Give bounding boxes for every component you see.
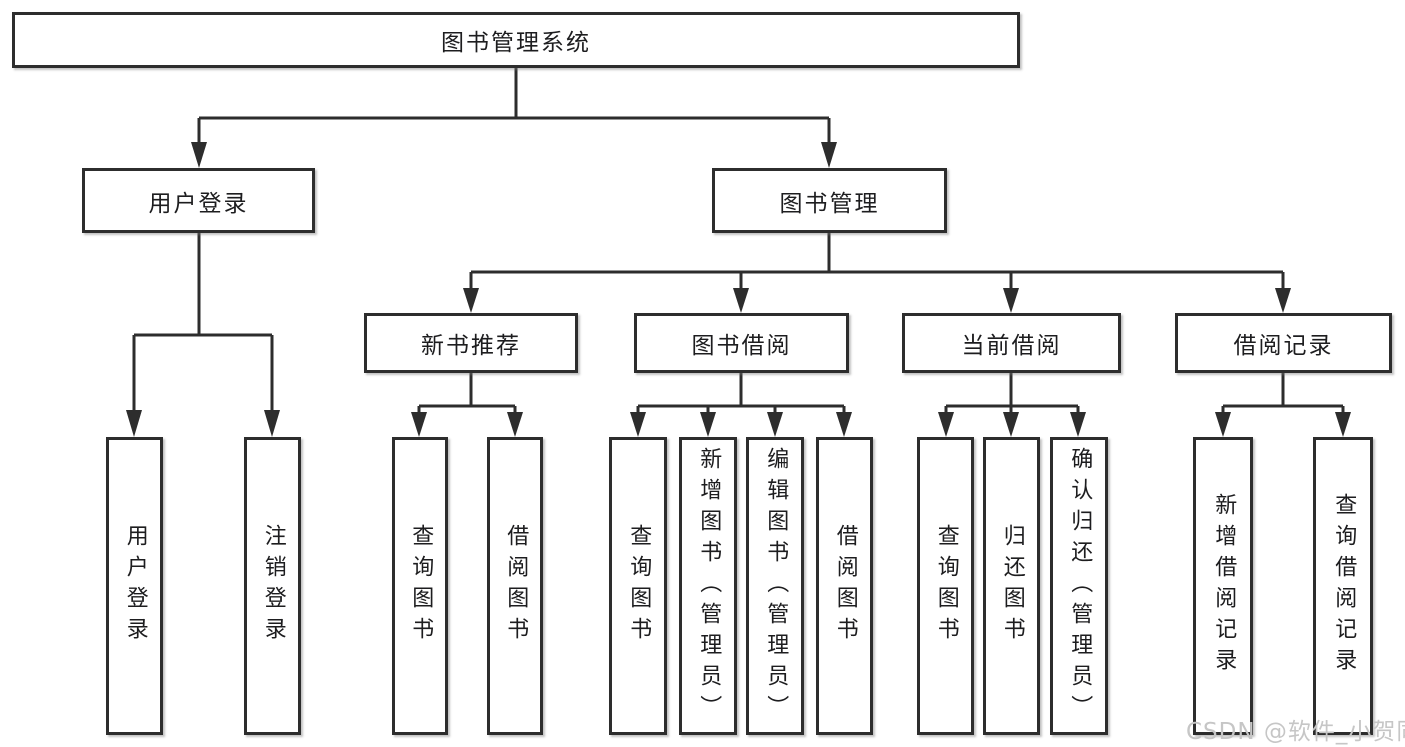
node-label: 当前借阅 [961,333,1062,359]
node-book-borrowing: 图书借阅 [634,313,849,373]
leaf-edit-books-admin: 编辑图书（管理员） [746,437,804,735]
node-label: 查询借阅记录 [1331,493,1357,679]
node-label: 用户登录 [148,190,249,217]
leaf-borrow-books-borrowing: 借阅图书 [816,437,873,735]
node-label: 借阅图书 [832,524,858,648]
node-label: 图书管理系统 [441,30,591,56]
leaf-borrow-books-recommend: 借阅图书 [487,437,543,735]
node-label: 确认归还（管理员） [1067,446,1093,726]
node-current-borrowing: 当前借阅 [902,313,1121,373]
node-label: 用户登录 [122,524,148,648]
node-label: 新增借阅记录 [1211,493,1237,679]
node-label: 借阅图书 [503,524,529,648]
node-label: 新增图书（管理员） [696,446,722,726]
leaf-add-borrow-record: 新增借阅记录 [1193,437,1253,735]
node-label: 图书借阅 [691,333,792,359]
node-borrowing-records: 借阅记录 [1175,313,1392,373]
node-root-system: 图书管理系统 [12,12,1020,68]
node-label: 查询图书 [626,524,652,648]
leaf-query-books-borrowing: 查询图书 [609,437,667,735]
leaf-return-books: 归还图书 [983,437,1040,735]
leaf-query-borrow-record: 查询借阅记录 [1313,437,1373,735]
node-new-book-recommendation: 新书推荐 [364,313,578,373]
node-user-login: 用户登录 [82,168,315,233]
leaf-add-books-admin: 新增图书（管理员） [679,437,737,735]
node-label: 借阅记录 [1233,333,1334,359]
node-label: 查询图书 [933,524,959,648]
leaf-query-books-current: 查询图书 [917,437,974,735]
node-label: 注销登录 [260,524,286,648]
node-label: 编辑图书（管理员） [763,446,789,726]
node-book-management: 图书管理 [712,168,947,233]
node-label: 归还图书 [999,524,1025,648]
node-label: 查询图书 [408,524,434,648]
node-label: 新书推荐 [421,333,521,359]
node-label: 图书管理 [779,190,880,217]
leaf-logout: 注销登录 [244,437,301,735]
leaf-confirm-return-admin: 确认归还（管理员） [1050,437,1108,735]
watermark: CSDN @软件_小贺同学 [1186,719,1405,745]
leaf-query-books-recommend: 查询图书 [392,437,448,735]
leaf-user-login: 用户登录 [106,437,163,735]
